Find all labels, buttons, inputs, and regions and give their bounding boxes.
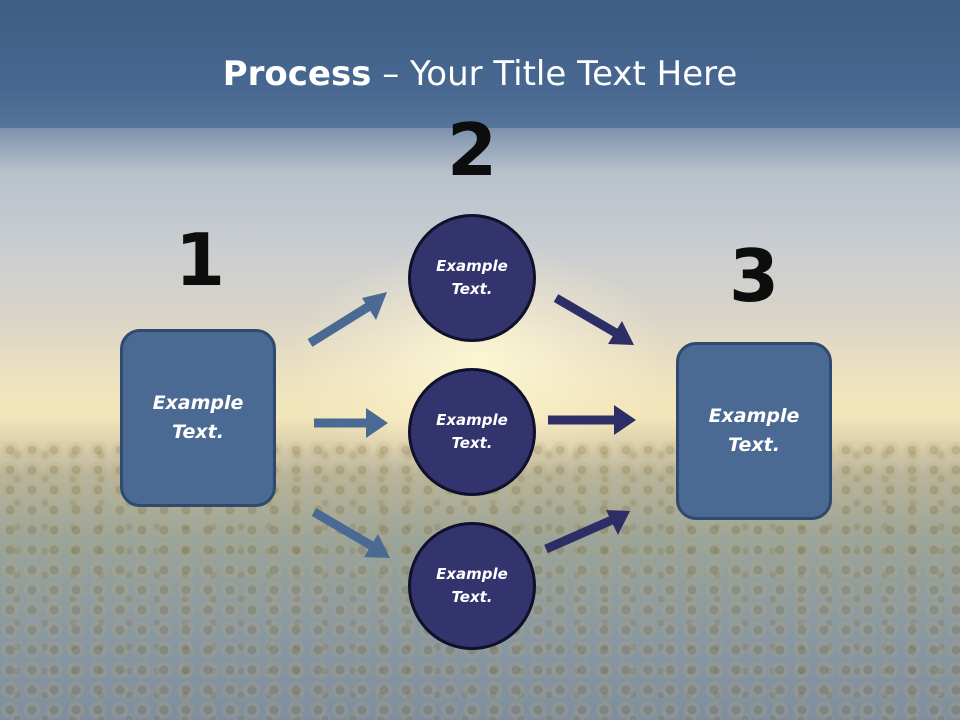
middle-circle-label: Example Text. <box>436 411 508 452</box>
step-number-3: 3 <box>728 234 780 318</box>
arrow-bottom-to-right <box>544 510 630 554</box>
bottom-circle[interactable]: Example Text. <box>408 522 536 650</box>
title-bold: Process <box>222 54 372 94</box>
title-band <box>0 0 960 128</box>
arrow-left-to-middle <box>314 408 388 438</box>
title-rest: – Your Title Text Here <box>371 54 738 94</box>
arrow-middle-to-right <box>548 405 636 435</box>
top-circle-label: Example Text. <box>436 257 508 298</box>
arrow-left-to-bottom <box>311 508 390 558</box>
arrow-top-to-right <box>553 294 634 345</box>
middle-circle[interactable]: Example Text. <box>408 368 536 496</box>
left-box-label: Example Text. <box>152 392 244 443</box>
top-circle[interactable]: Example Text. <box>408 214 536 342</box>
step-number-1: 1 <box>174 218 226 302</box>
right-process-box[interactable]: Example Text. <box>676 342 832 520</box>
bottom-circle-label: Example Text. <box>436 565 508 606</box>
arrow-left-to-top <box>307 292 387 347</box>
step-number-2: 2 <box>446 108 498 192</box>
slide-title: Process – Your Title Text Here <box>0 52 960 96</box>
right-box-label: Example Text. <box>708 405 800 456</box>
left-process-box[interactable]: Example Text. <box>120 329 276 507</box>
